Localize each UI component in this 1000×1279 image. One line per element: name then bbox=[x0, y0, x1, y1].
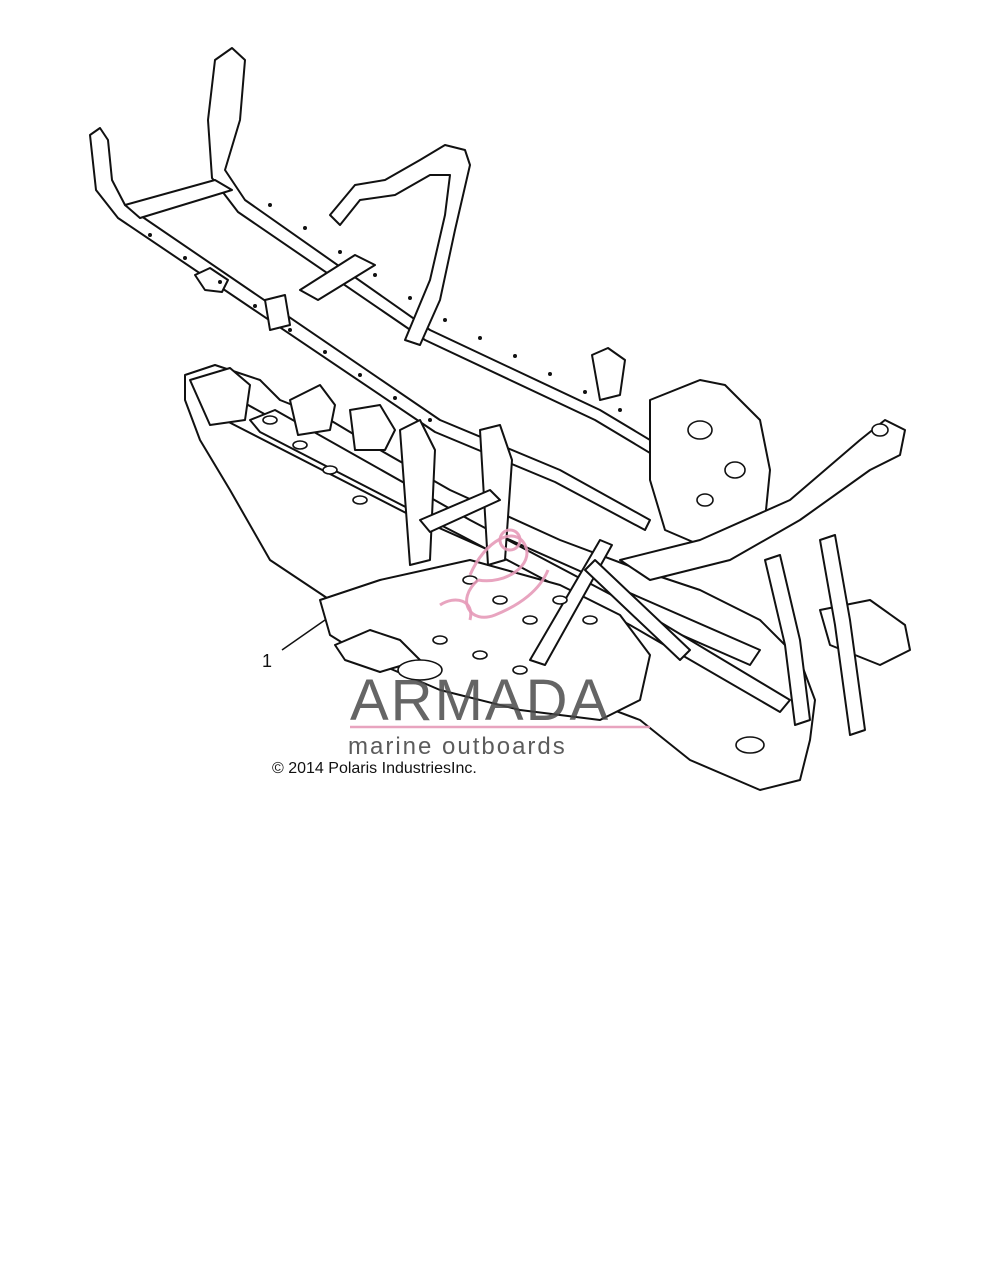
seat-crossbar bbox=[419, 489, 501, 533]
rail-rivet-holes bbox=[148, 203, 622, 422]
roll-hoop bbox=[329, 144, 471, 346]
diagonal-brace-2 bbox=[584, 559, 691, 661]
watermark-subtitle: marine outboards bbox=[348, 733, 567, 760]
rear-bracket-3 bbox=[349, 404, 396, 451]
tab-3 bbox=[264, 294, 291, 331]
copyright-notice: © 2014 Polaris IndustriesInc. bbox=[272, 760, 477, 777]
vehicle-frame-drawing bbox=[89, 47, 911, 791]
rear-bracket-1 bbox=[189, 367, 251, 426]
frame-holes bbox=[262, 415, 889, 754]
front-upright-1 bbox=[764, 554, 811, 726]
upper-crossbar-rear bbox=[124, 179, 233, 219]
watermark-logo-icon bbox=[439, 528, 550, 621]
tab-1 bbox=[194, 267, 229, 293]
rear-bracket-2 bbox=[289, 384, 336, 436]
armada-watermark: ARMADA marine outboards bbox=[348, 528, 650, 760]
upper-crossbar-mid bbox=[299, 254, 376, 301]
front-upright-2 bbox=[819, 534, 866, 736]
callout-1: 1 bbox=[262, 619, 326, 671]
callout-number: 1 bbox=[262, 651, 272, 671]
tab-2 bbox=[591, 347, 626, 401]
callout-leader-line bbox=[281, 619, 326, 651]
watermark-title: ARMADA bbox=[350, 668, 610, 733]
upper-rail-left bbox=[89, 127, 651, 531]
